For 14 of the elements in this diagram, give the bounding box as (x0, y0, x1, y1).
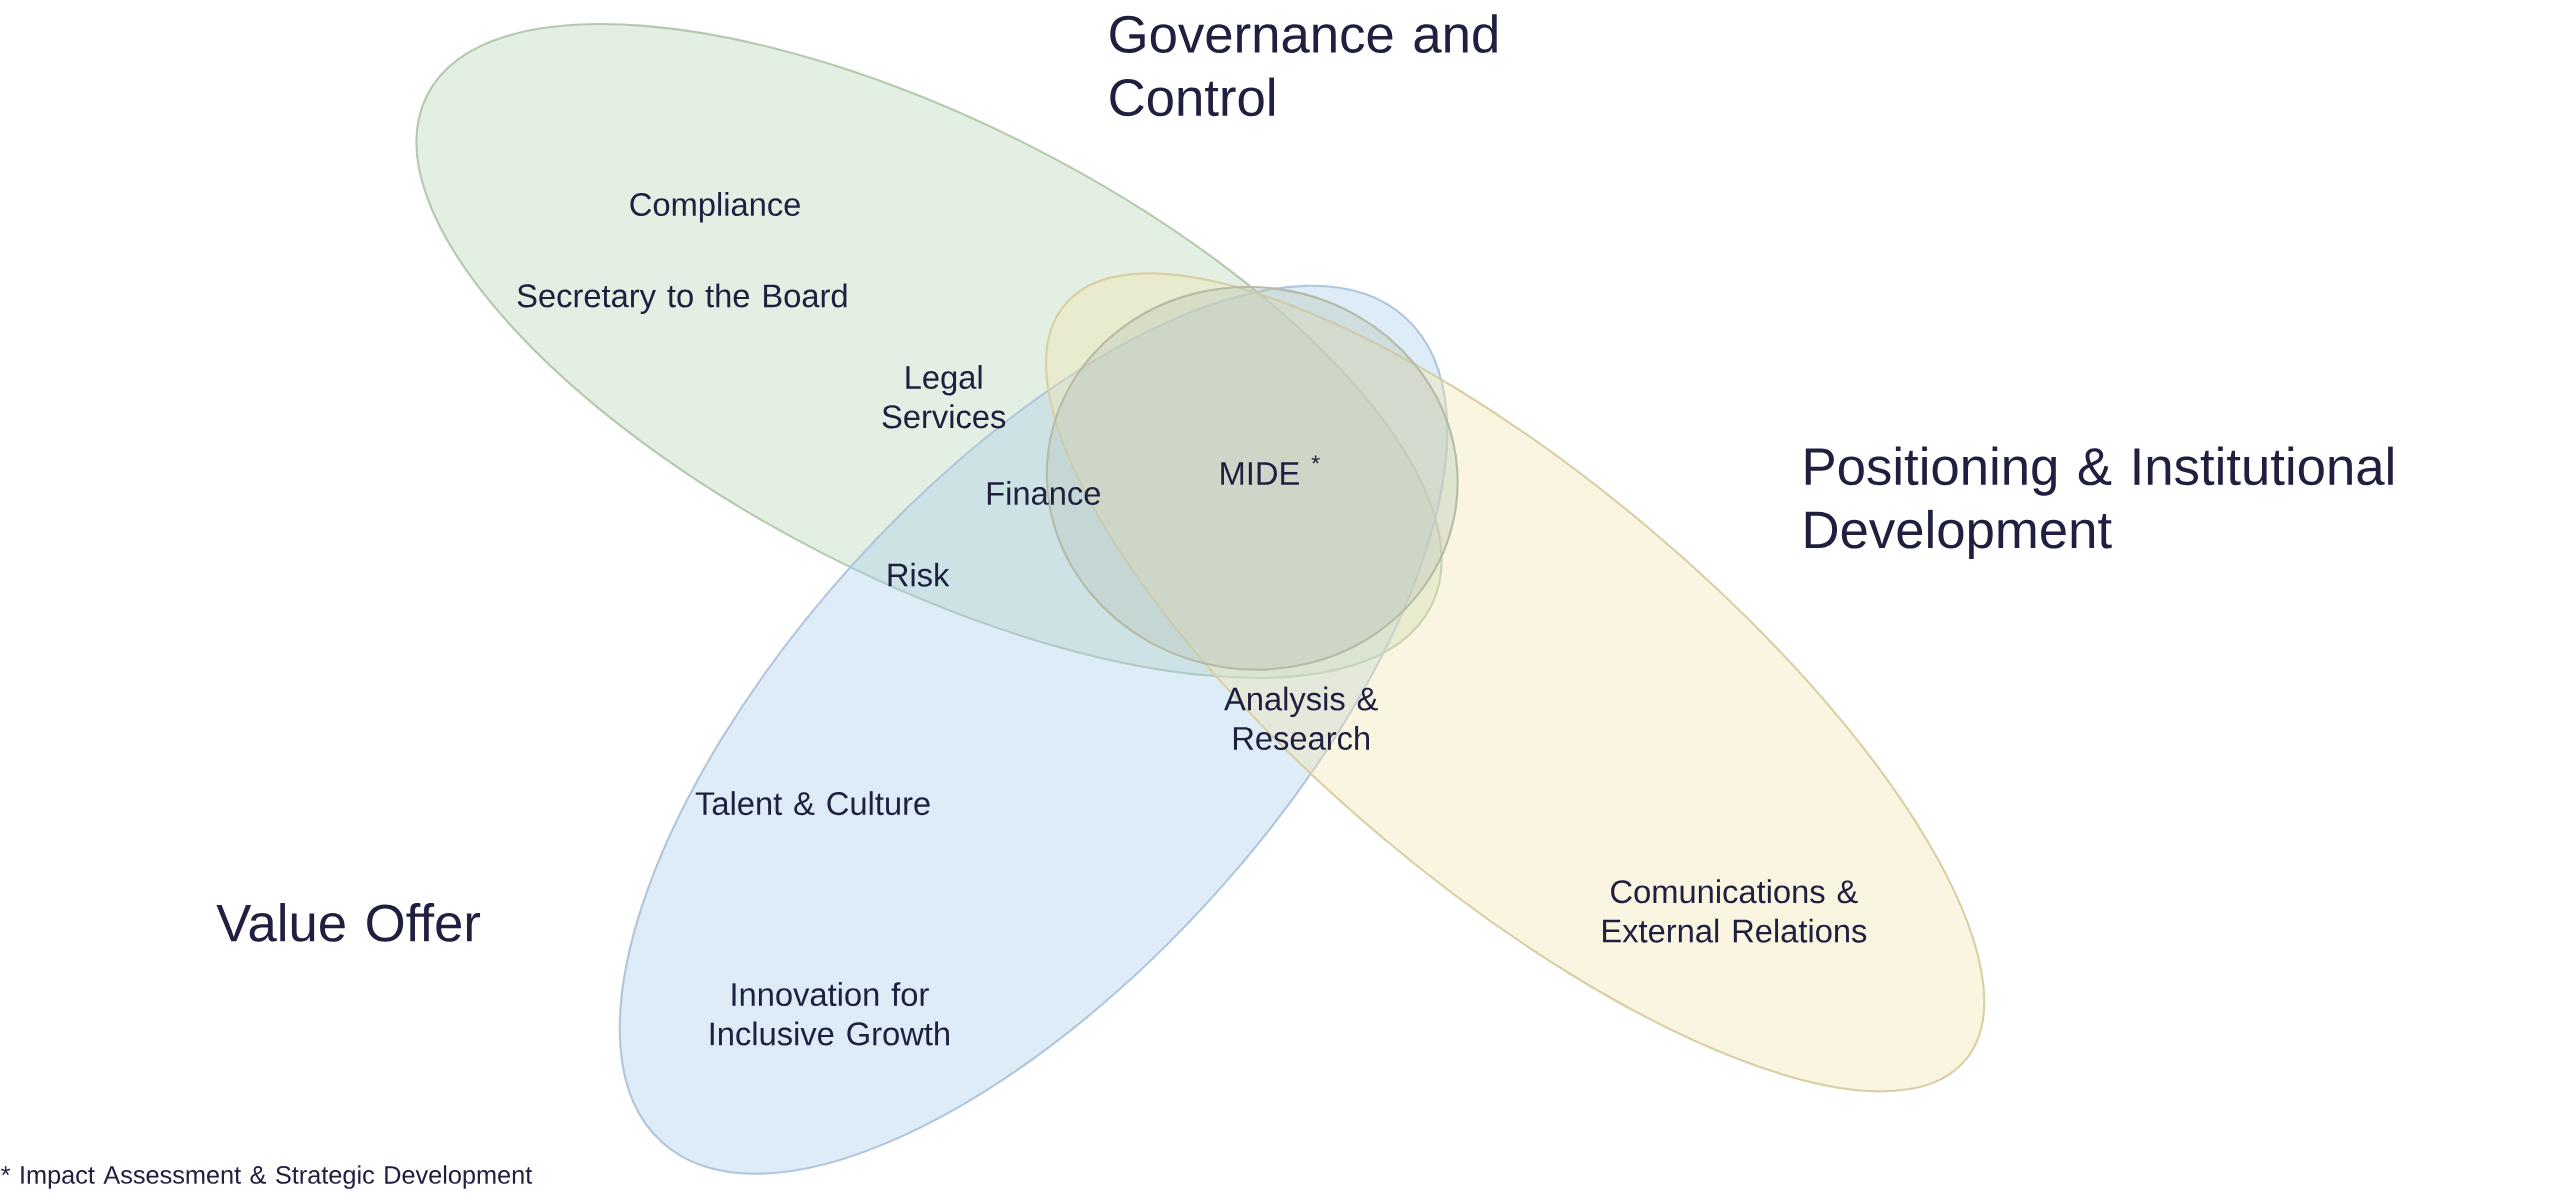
footnote: * Impact Assessment & Strategic Development (1, 1165, 533, 1189)
area-label: Comunications & External Relations (1603, 879, 1867, 943)
area-label: Compliance (630, 192, 800, 223)
heading: Value Offer (216, 903, 481, 942)
area-label: Legal Services (882, 365, 1006, 429)
area-label: Finance (987, 481, 1100, 506)
area-label: Innovation for Inclusive Growth (710, 982, 949, 1046)
area-label: Secretary to the Board (517, 283, 847, 315)
area-label: Risk (888, 562, 950, 587)
area-label: Talent & Culture (695, 791, 930, 816)
region-label: MIDE $^{*}$ (1221, 455, 1320, 485)
heading: Governance and Control (1110, 14, 1497, 117)
area-label: Analysis & Research (1224, 686, 1378, 751)
heading: Positioning & Institutional Development (1805, 446, 2393, 560)
